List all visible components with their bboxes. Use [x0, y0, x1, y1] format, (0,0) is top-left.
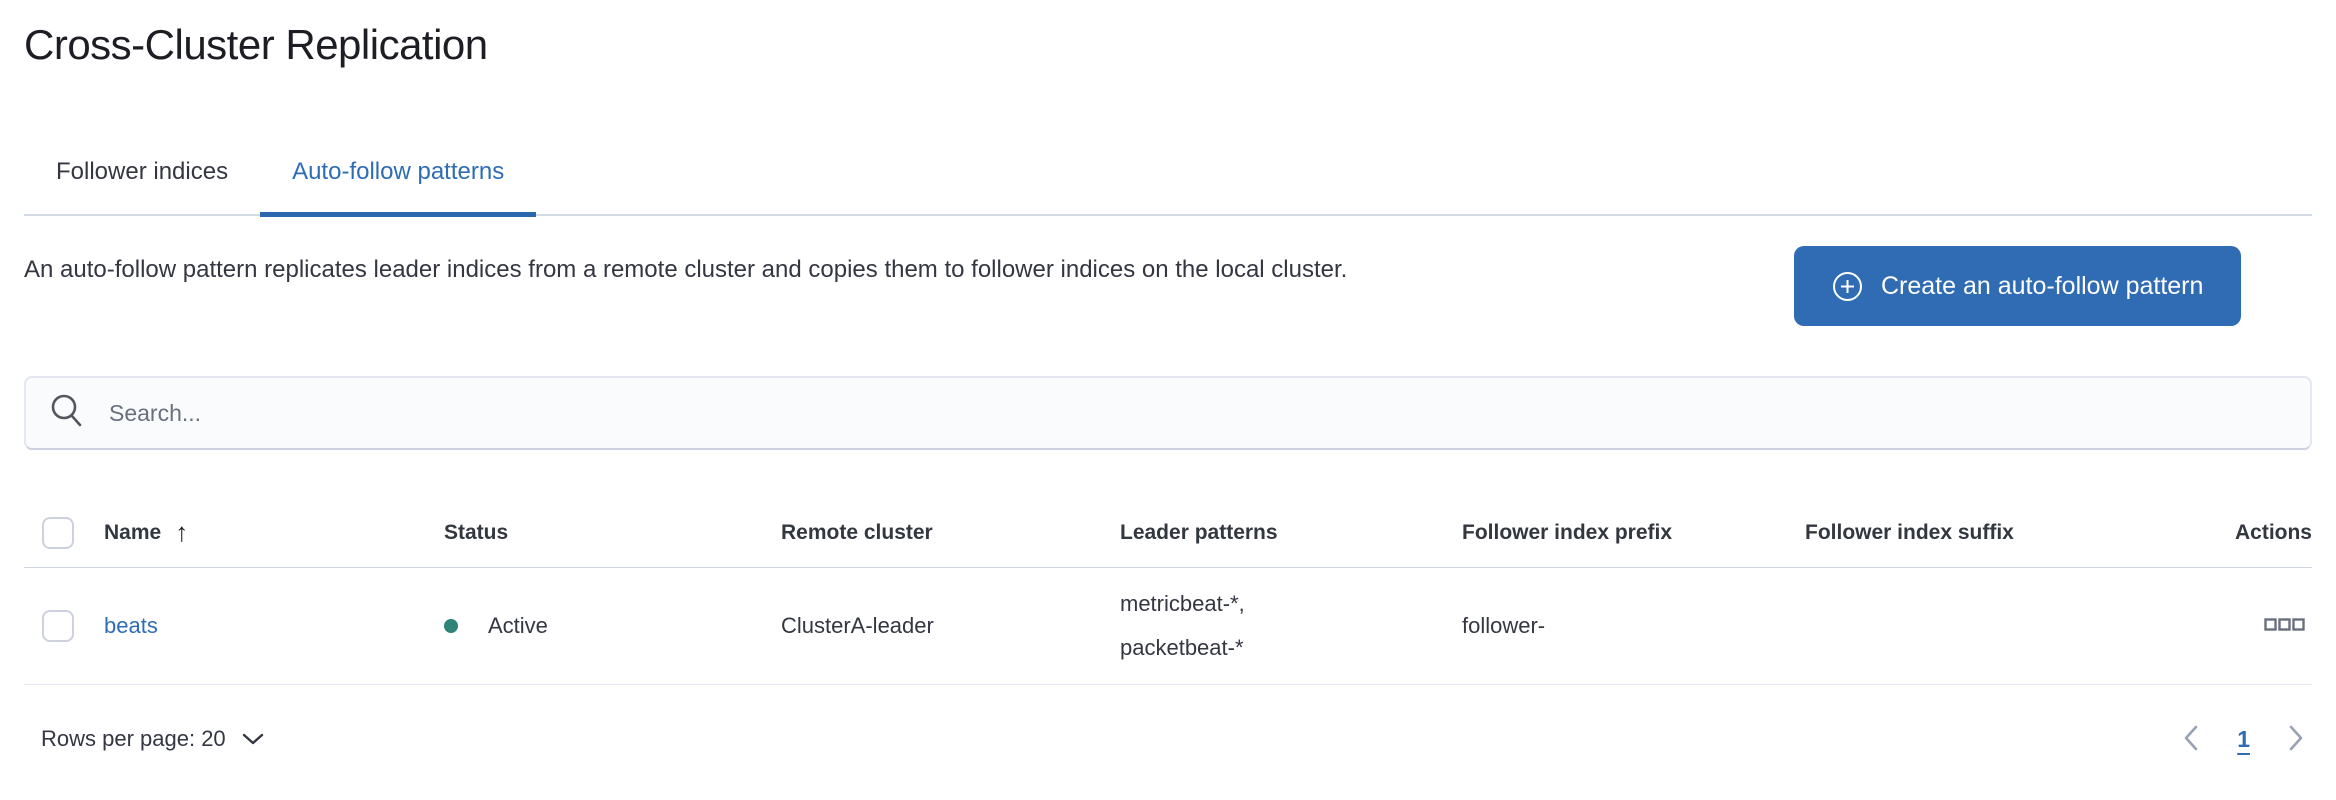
- create-button-label: Create an auto-follow pattern: [1881, 271, 2204, 300]
- intro-description: An auto-follow pattern replicates leader…: [24, 256, 1348, 283]
- plus-in-circle-icon: [1832, 271, 1863, 302]
- remote-cluster-cell: ClusterA-leader: [781, 613, 934, 638]
- table-row: beats Active ClusterA-leader metricbeat-…: [24, 568, 2312, 685]
- column-header-follower-index-prefix: Follower index prefix: [1462, 520, 1673, 544]
- select-all-checkbox[interactable]: [42, 516, 74, 549]
- chevron-down-icon: [242, 726, 264, 752]
- status-cell: Active: [444, 613, 781, 639]
- row-checkbox[interactable]: [42, 610, 74, 642]
- status-label: Active: [488, 613, 548, 638]
- tab-auto-follow-patterns[interactable]: Auto-follow patterns: [260, 132, 537, 217]
- pattern-name-cell: beats: [104, 613, 444, 639]
- status-active-dot: [444, 619, 458, 633]
- boxes-horizontal-icon: [2264, 617, 2306, 635]
- table-header-row: Name ↑ Status Remote cluster Leader patt…: [24, 498, 2312, 568]
- tab-bar: Follower indices Auto-follow patterns: [24, 132, 2312, 217]
- actions-cell: [2145, 612, 2312, 641]
- leader-patterns-cell: metricbeat-*, packetbeat-*: [1120, 582, 1462, 670]
- chevron-left-icon: [2183, 725, 2199, 754]
- column-header-remote-cluster: Remote cluster: [781, 520, 933, 544]
- search-icon: [50, 394, 109, 433]
- chevron-right-icon: [2288, 725, 2304, 754]
- rows-per-page-button[interactable]: Rows per page: 20: [24, 726, 264, 752]
- header-checkbox-cell: [24, 516, 104, 549]
- intro-section: An auto-follow pattern replicates leader…: [24, 246, 2312, 326]
- cross-cluster-replication-page: Cross-Cluster Replication Follower indic…: [24, 21, 2312, 771]
- column-header-name[interactable]: Name ↑: [104, 517, 189, 547]
- row-checkbox-cell: [24, 610, 104, 642]
- auto-follow-patterns-table: Name ↑ Status Remote cluster Leader patt…: [24, 498, 2312, 685]
- next-page-button[interactable]: [2284, 721, 2308, 758]
- column-header-follower-index-suffix: Follower index suffix: [1805, 520, 2014, 544]
- pagination: 1: [2179, 721, 2312, 758]
- tab-follower-indices[interactable]: Follower indices: [56, 158, 229, 185]
- page-number-1[interactable]: 1: [2237, 725, 2250, 752]
- search-input[interactable]: [109, 378, 2286, 448]
- create-auto-follow-pattern-button[interactable]: Create an auto-follow pattern: [1794, 246, 2242, 326]
- sort-ascending-arrow-icon: ↑: [175, 517, 189, 547]
- follower-index-prefix-cell: follower-: [1462, 613, 1546, 638]
- page-title: Cross-Cluster Replication: [24, 21, 488, 68]
- leader-pattern-line-1: metricbeat-*,: [1120, 591, 1245, 616]
- row-actions-button[interactable]: [2258, 612, 2312, 641]
- rows-per-page-label: Rows per page: 20: [41, 726, 226, 751]
- table-footer: Rows per page: 20 1: [24, 707, 2312, 771]
- leader-pattern-line-2: packetbeat-*: [1120, 635, 1244, 660]
- column-header-status: Status: [444, 520, 509, 544]
- previous-page-button[interactable]: [2179, 721, 2203, 758]
- search-bar: [24, 376, 2312, 450]
- pattern-name-link[interactable]: beats: [104, 613, 158, 638]
- column-header-leader-patterns: Leader patterns: [1120, 520, 1278, 544]
- column-header-actions: Actions: [2234, 520, 2312, 544]
